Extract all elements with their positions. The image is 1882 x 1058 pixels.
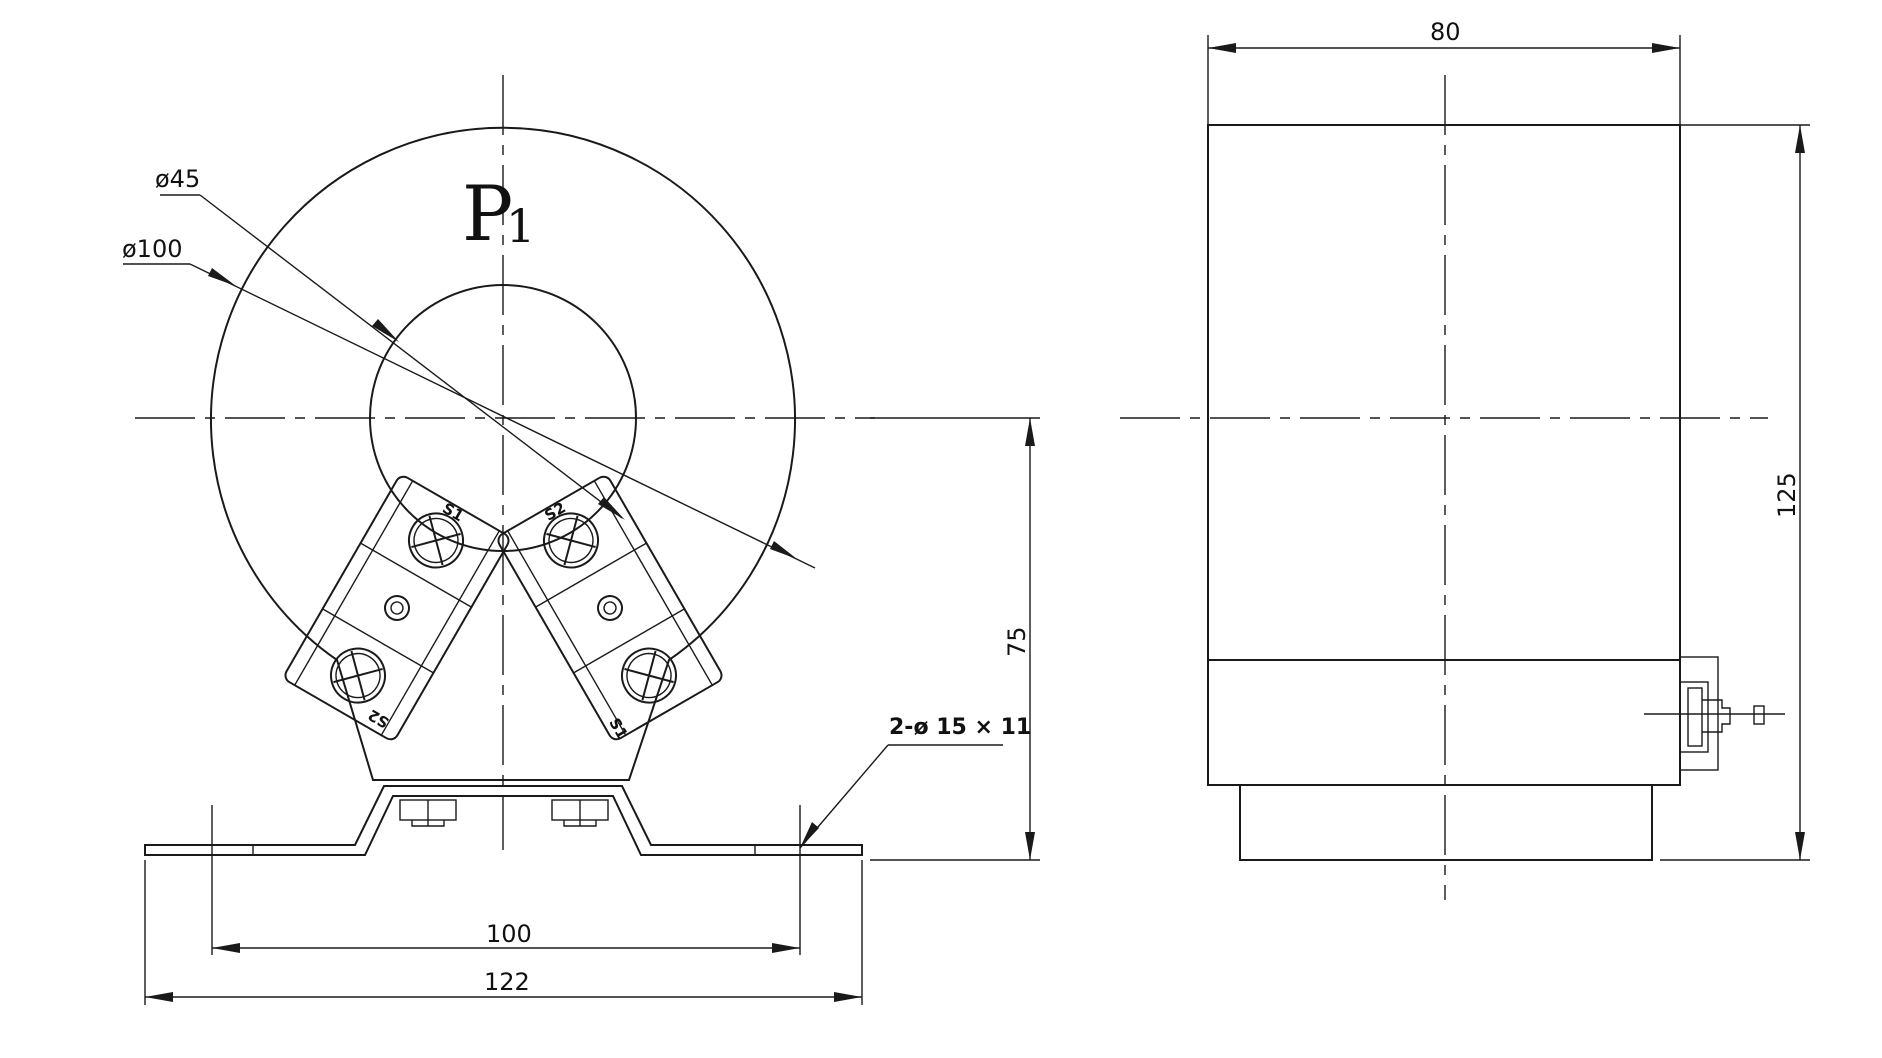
dim-hole-spacing: 100 (211, 805, 801, 955)
bracket-bolt-left (399, 799, 457, 827)
dim-label-depth: 80 (1430, 18, 1461, 46)
dim-diameter-outer: ø100 (122, 235, 816, 569)
terminal-label-s1-right: S1 (605, 715, 631, 742)
terminal-label-p: P (462, 169, 513, 258)
side-view: 80 125 (1120, 18, 1810, 900)
terminal-screw-s1-left (408, 512, 464, 569)
dim-label-base-width: 122 (484, 968, 530, 996)
terminal-screw-s1-right (621, 647, 677, 704)
terminal-screw-center-left (384, 595, 410, 621)
secondary-terminal-block-left: S1 S2 (284, 475, 510, 741)
mounting-bracket (144, 785, 863, 856)
front-view: P 1 (122, 75, 1040, 1005)
bracket-bolt-right (551, 799, 609, 827)
terminal-label-s2-right: S2 (541, 498, 568, 524)
terminal-label-s1-left: S1 (439, 499, 466, 525)
side-terminal (1644, 656, 1785, 771)
dim-diameter-inner: ø45 (155, 165, 625, 520)
terminal-screw-center-right (597, 595, 623, 621)
dim-label-hole-spacing: 100 (486, 920, 532, 948)
dim-depth: 80 (1207, 18, 1681, 125)
dim-overall-height: 125 (1660, 124, 1810, 861)
terminal-screw-s2-left (330, 647, 386, 704)
front-body-outline (210, 126, 796, 781)
secondary-terminal-block-right: S2 S1 (497, 475, 723, 742)
dim-height-to-center: 75 (870, 417, 1040, 861)
dim-label-hole-spec: 2-ø 15 × 11 (889, 715, 1031, 740)
dim-label-dia-inner: ø45 (155, 165, 200, 193)
dim-hole-spec: 2-ø 15 × 11 (799, 715, 1031, 849)
terminal-screw-s2-right (543, 512, 599, 569)
dim-base-width: 122 (144, 860, 863, 1005)
dim-label-height-to-center: 75 (1003, 626, 1031, 657)
side-body (1207, 124, 1681, 786)
dim-label-dia-outer: ø100 (122, 235, 183, 263)
side-base (1239, 784, 1653, 861)
terminal-label-p-subscript: 1 (506, 199, 535, 253)
dim-label-overall-height: 125 (1773, 472, 1801, 518)
